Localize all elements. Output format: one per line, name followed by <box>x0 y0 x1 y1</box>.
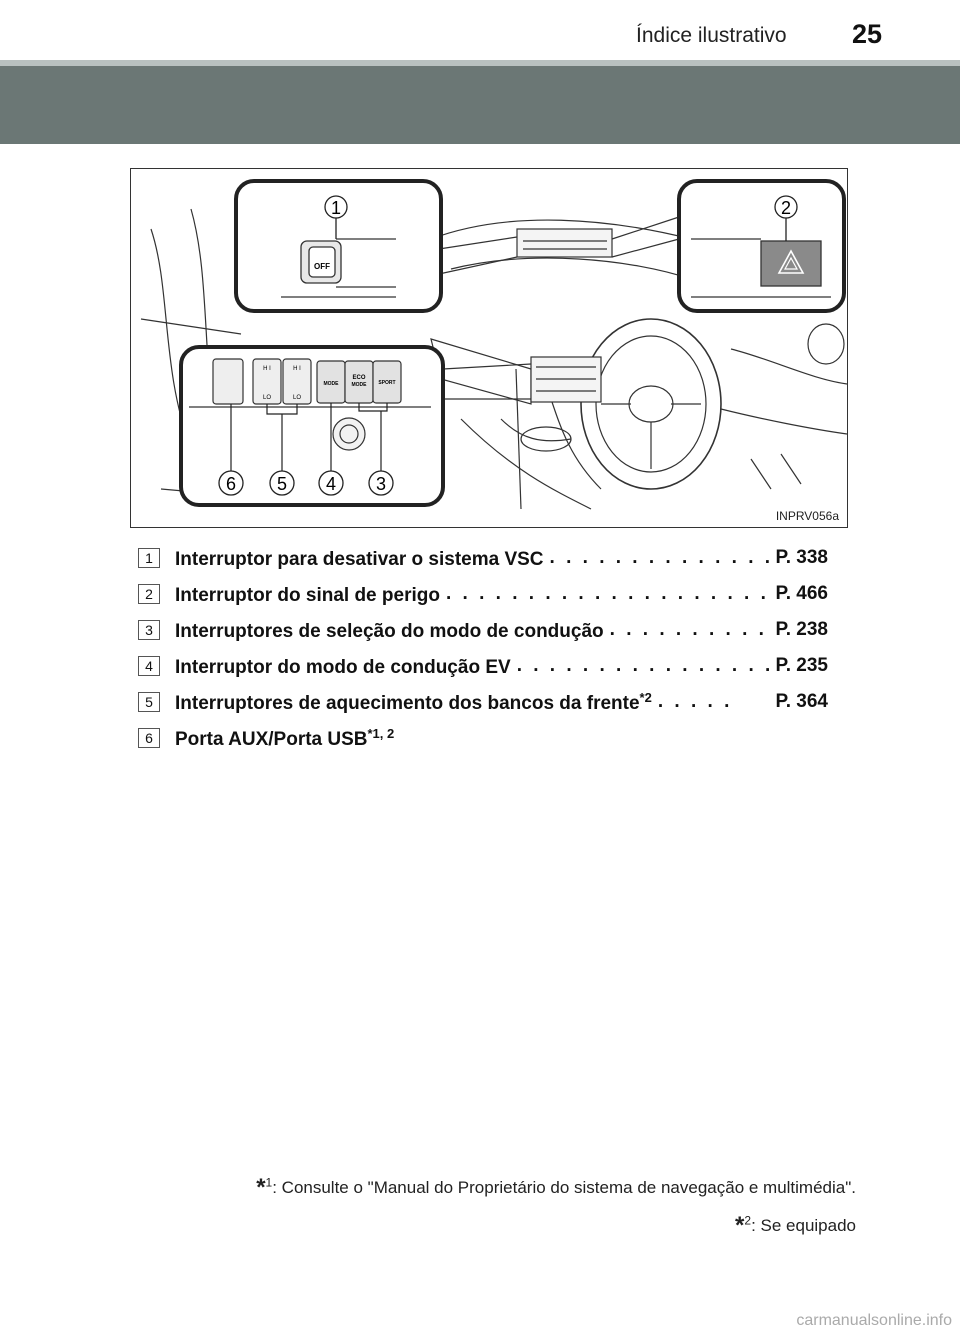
svg-text:LO: LO <box>293 395 301 401</box>
page-reference[interactable]: P. 238 <box>775 619 828 640</box>
page-reference[interactable]: P. 235 <box>775 655 828 676</box>
footnote-1: *1: Consulte o "Manual do Proprietário d… <box>256 1174 856 1201</box>
item-number: 2 <box>138 584 160 604</box>
callout-5: 5 <box>277 474 287 494</box>
page-reference[interactable]: P. 338 <box>775 547 828 568</box>
svg-text:ECO: ECO <box>352 375 365 381</box>
svg-text:MODE: MODE <box>352 382 368 388</box>
dot-leader: . . . . . <box>657 691 733 712</box>
list-item: 5 Interruptores de aquecimento dos banco… <box>138 684 828 720</box>
item-label: Interruptor do modo de condução EV <box>175 656 511 678</box>
watermark: carmanualsonline.info <box>796 1312 952 1329</box>
item-label: Interruptor do sinal de perigo <box>175 584 440 606</box>
callout-6: 6 <box>226 474 236 494</box>
header-band <box>0 66 960 144</box>
item-number: 3 <box>138 620 160 640</box>
svg-text:OFF: OFF <box>314 262 330 271</box>
item-label: Interruptor para desativar o sistema VSC <box>175 548 544 570</box>
page-reference[interactable]: P. 466 <box>775 583 828 604</box>
callout-1: 1 <box>331 198 341 218</box>
footnotes: *1: Consulte o "Manual do Proprietário d… <box>256 1174 856 1250</box>
page-number: 25 <box>852 19 883 49</box>
item-number: 5 <box>138 692 160 712</box>
item-list: 1 Interruptor para desativar o sistema V… <box>138 540 828 756</box>
dot-leader: . . . . . . . . . . . . . . . . . . . . … <box>549 547 776 568</box>
item-number: 1 <box>138 548 160 568</box>
footnote-2: *2: Se equipado <box>735 1212 856 1239</box>
dot-leader: . . . . . . . . . . . . . . . . . . . . … <box>516 655 776 676</box>
callout-2: 2 <box>781 198 791 218</box>
svg-text:MODE: MODE <box>324 381 340 387</box>
callout-3: 3 <box>376 474 386 494</box>
list-item: 3 Interruptores de seleção do modo de co… <box>138 612 828 648</box>
svg-text:H I: H I <box>293 366 301 372</box>
section-title: Índice ilustrativo <box>636 24 787 47</box>
header-band-light <box>0 60 960 66</box>
dashboard-illustration: OFF 1 2 H I H I LO LO <box>130 168 848 528</box>
dashboard-drawing: OFF 1 2 H I H I LO LO <box>140 179 847 510</box>
list-item: 6 Porta AUX/Porta USB*1, 2 <box>138 720 828 756</box>
page-reference[interactable]: P. 364 <box>775 691 828 712</box>
item-number: 4 <box>138 656 160 676</box>
dot-leader: . . . . . . . . . . . . . . . . . . . <box>609 619 776 640</box>
item-number: 6 <box>138 728 160 748</box>
item-label: Porta AUX/Porta USB*1, 2 <box>175 725 395 750</box>
list-item: 4 Interruptor do modo de condução EV . .… <box>138 648 828 684</box>
item-label: Interruptores de aquecimento dos bancos … <box>175 689 652 714</box>
list-item: 2 Interruptor do sinal de perigo . . . .… <box>138 576 828 612</box>
svg-text:SPORT: SPORT <box>378 380 395 386</box>
list-item: 1 Interruptor para desativar o sistema V… <box>138 540 828 576</box>
dot-leader: . . . . . . . . . . . . . . . . . . . . … <box>445 583 776 604</box>
callout-4: 4 <box>326 474 336 494</box>
svg-text:H I: H I <box>263 366 271 372</box>
item-label: Interruptores de seleção do modo de cond… <box>175 620 604 642</box>
figure-code: INPRV056a <box>775 509 839 523</box>
svg-text:LO: LO <box>263 395 271 401</box>
